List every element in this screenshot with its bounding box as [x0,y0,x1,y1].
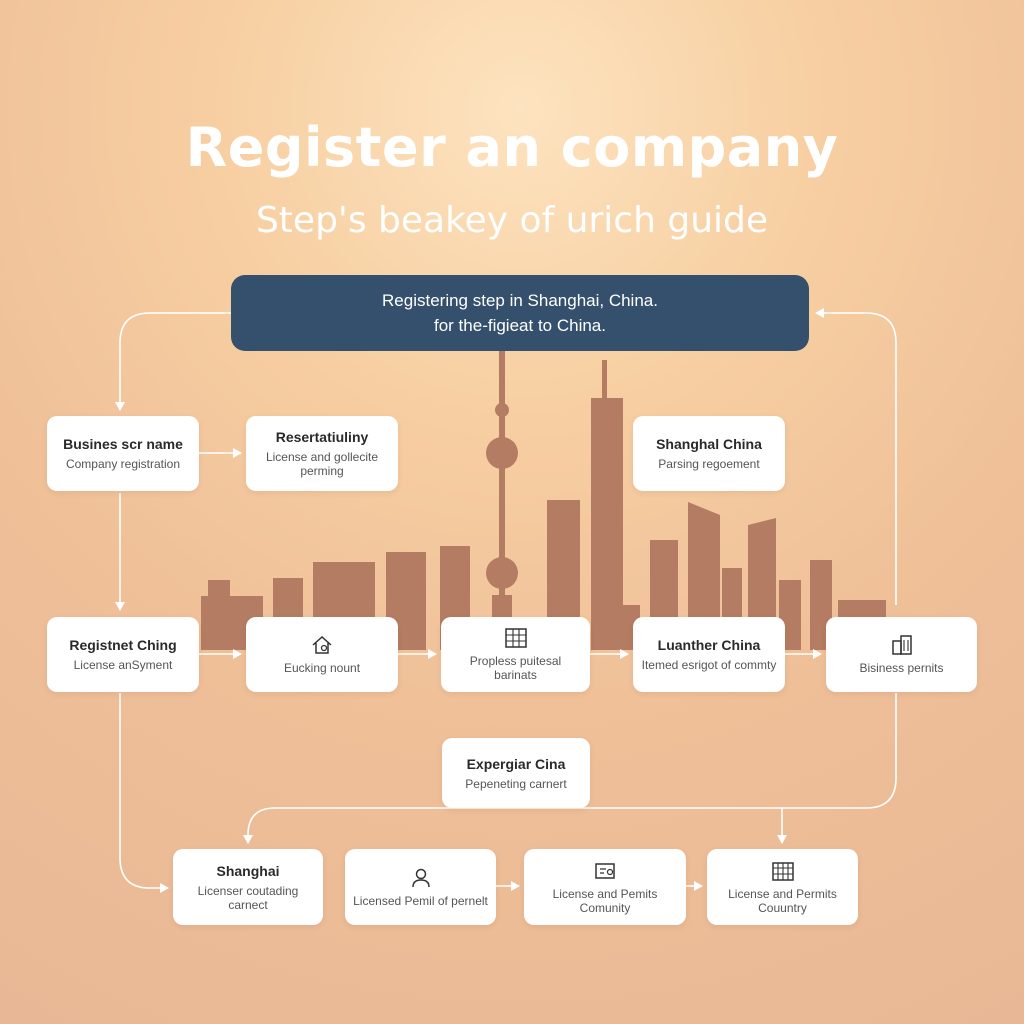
step-title: Busines scr name [63,436,183,452]
step-title: Shanghai [216,862,280,879]
step-card-licensed-pemil[interactable]: Licensed Pemil of pernelt [345,849,496,925]
step-subtitle: Bisiness pernits [859,661,944,675]
step-subtitle: Eucking nount [283,661,361,675]
person-icon [411,868,430,887]
building-icon [891,635,912,655]
step-subtitle: License anSyment [73,658,173,672]
step-card-license-permits-1[interactable]: License and Pemits Comunity [524,849,686,925]
calendar-icon [771,861,794,881]
step-card-shanghai-china[interactable]: Shanghal China Parsing regoement [633,416,785,491]
banner-line-1: Registering step in Shanghai, China. [382,291,658,310]
step-card-bisiness[interactable]: Bisiness pernits [826,617,977,692]
step-subtitle: Itemed esrigot of commty [641,658,777,672]
header-banner: Registering step in Shanghai, China. for… [231,275,809,351]
document-grid-icon [504,628,527,648]
page-title: Register an company [185,116,839,179]
step-subtitle: Propless puitesal barinats [469,654,562,682]
step-card-registnet[interactable]: Registnet Ching License anSyment [47,617,199,692]
banner-line-2: for the-figieat to China. [434,316,606,335]
step-card-reservation[interactable]: Resertatiuliny License and gollecite per… [246,416,398,491]
step-subtitle: Pepeneting carnert [465,776,567,791]
step-card-eucking[interactable]: Eucking nount [246,617,398,692]
step-subtitle: Licensed Pemil of pernelt [353,893,488,908]
step-subtitle: License and Permits Couuntry [728,886,837,915]
step-title: Registnet Ching [69,637,177,653]
step-subtitle: Company registration [65,457,181,471]
step-subtitle: License and Pemits Comunity [552,886,658,915]
step-title: Resertatiuliny [275,429,369,445]
step-card-propless[interactable]: Propless puitesal barinats [441,617,590,692]
step-card-license-permits-2[interactable]: License and Permits Couuntry [707,849,858,925]
certificate-icon [595,862,615,879]
step-card-expergiar[interactable]: Expergiar Cina Pepeneting carnert [442,738,590,808]
step-title: Luanther China [657,637,761,653]
step-title: Shanghal China [656,436,762,452]
house-icon [312,635,332,654]
step-card-business-name[interactable]: Busines scr name Company registration [47,416,199,491]
step-subtitle: License and gollecite perming [265,450,379,478]
step-subtitle: Licenser coutading carnect [197,883,299,912]
step-card-luanther[interactable]: Luanther China Itemed esrigot of commty [633,617,785,692]
step-title: Expergiar Cina [466,755,566,772]
page-subtitle: Step's beakey of urich guide [255,200,769,241]
step-subtitle: Parsing regoement [658,457,760,471]
step-card-shanghai[interactable]: Shanghai Licenser coutading carnect [173,849,323,925]
